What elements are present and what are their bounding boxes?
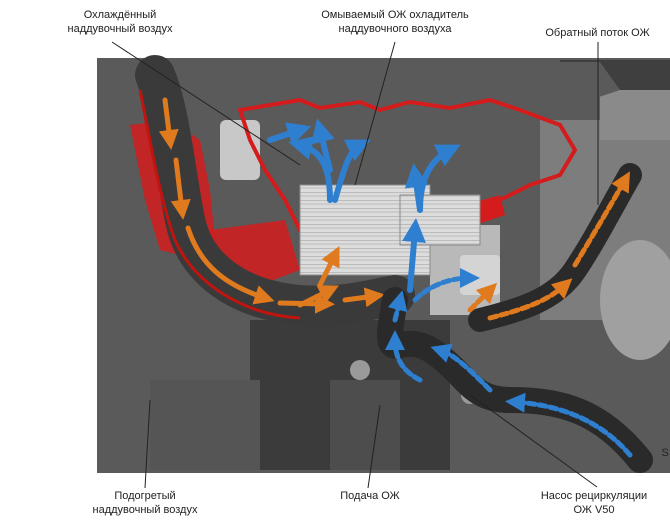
label-line: наддувочного воздуха [338, 23, 452, 35]
edge-fragment-label: S [660, 446, 670, 460]
label-intercooler: Омываемый ОЖ охладитель наддувочного воз… [305, 8, 485, 36]
label-line: Охлаждённый [83, 9, 157, 21]
label-coolant-supply: Подача ОЖ [325, 489, 415, 503]
label-cooled-charge-air: Охлаждённый наддувочный воздух [45, 8, 195, 36]
label-recirc-pump: Насос рециркуляции ОЖ V50 [520, 489, 668, 517]
label-line: наддувочный воздух [67, 23, 173, 35]
label-line: наддувочный воздух [92, 504, 198, 516]
label-line: Подогретый [114, 490, 176, 502]
label-line: Подача ОЖ [340, 490, 400, 502]
label-heated-charge-air: Подогретый наддувочный воздух [70, 489, 220, 517]
leader-lines [111, 41, 599, 489]
label-line: Насос рециркуляции [540, 490, 648, 502]
cooled-air-flow [267, 118, 461, 293]
label-line: Омываемый ОЖ охладитель [321, 9, 469, 21]
label-return-flow: Обратный поток ОЖ [525, 26, 670, 40]
coolant-return-flow [467, 171, 630, 321]
coolant-supply-flow [385, 268, 633, 458]
label-line: S [661, 447, 669, 459]
label-line: Обратный поток ОЖ [545, 27, 650, 39]
label-line: ОЖ V50 [573, 504, 615, 516]
hot-air-flow [158, 97, 385, 314]
